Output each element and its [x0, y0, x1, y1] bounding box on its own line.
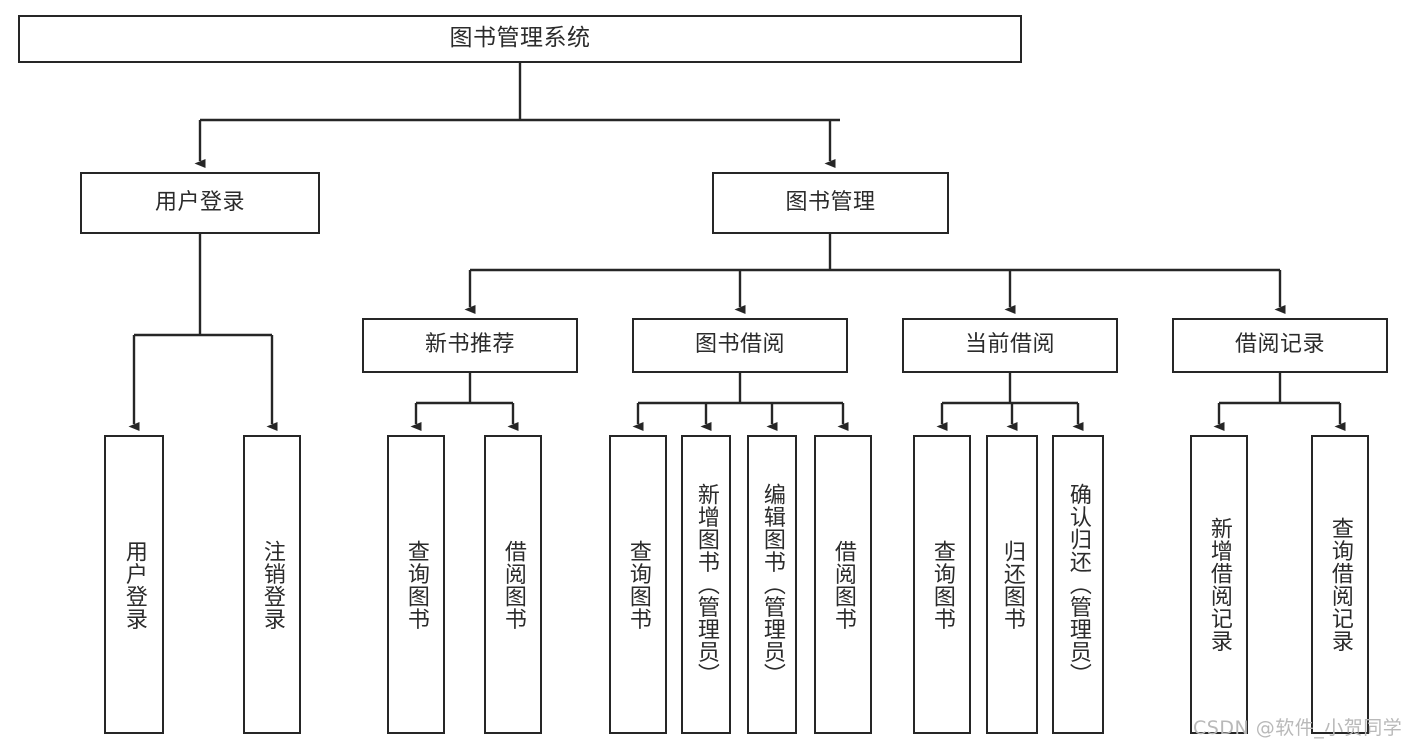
node-leaf-user-logout[interactable]: 注销登录 [243, 435, 301, 734]
node-leaf-query-borrow-record[interactable]: 查询借阅记录 [1311, 435, 1369, 734]
node-leaf-user-login[interactable]: 用户登录 [104, 435, 164, 734]
node-book-borrow[interactable]: 图书借阅 [632, 318, 848, 373]
node-user-login[interactable]: 用户登录 [80, 172, 320, 234]
node-leaf-confirm-return-admin[interactable]: 确认归还（管理员） [1052, 435, 1104, 734]
node-leaf-borrow-book-2[interactable]: 借阅图书 [814, 435, 872, 734]
node-leaf-query-book-1[interactable]: 查询图书 [387, 435, 445, 734]
node-borrow-record[interactable]: 借阅记录 [1172, 318, 1388, 373]
node-leaf-add-book-admin[interactable]: 新增图书（管理员） [681, 435, 731, 734]
node-book-manage[interactable]: 图书管理 [712, 172, 949, 234]
node-new-book-recommend[interactable]: 新书推荐 [362, 318, 578, 373]
node-leaf-query-book-2[interactable]: 查询图书 [609, 435, 667, 734]
csdn-watermark: CSDN @软件_小贺同学 [1193, 717, 1403, 739]
node-root[interactable]: 图书管理系统 [18, 15, 1022, 63]
node-leaf-query-book-3[interactable]: 查询图书 [913, 435, 971, 734]
node-current-borrow[interactable]: 当前借阅 [902, 318, 1118, 373]
node-leaf-edit-book-admin[interactable]: 编辑图书（管理员） [747, 435, 797, 734]
node-leaf-add-borrow-record[interactable]: 新增借阅记录 [1190, 435, 1248, 734]
node-leaf-return-book[interactable]: 归还图书 [986, 435, 1038, 734]
node-leaf-borrow-book-1[interactable]: 借阅图书 [484, 435, 542, 734]
